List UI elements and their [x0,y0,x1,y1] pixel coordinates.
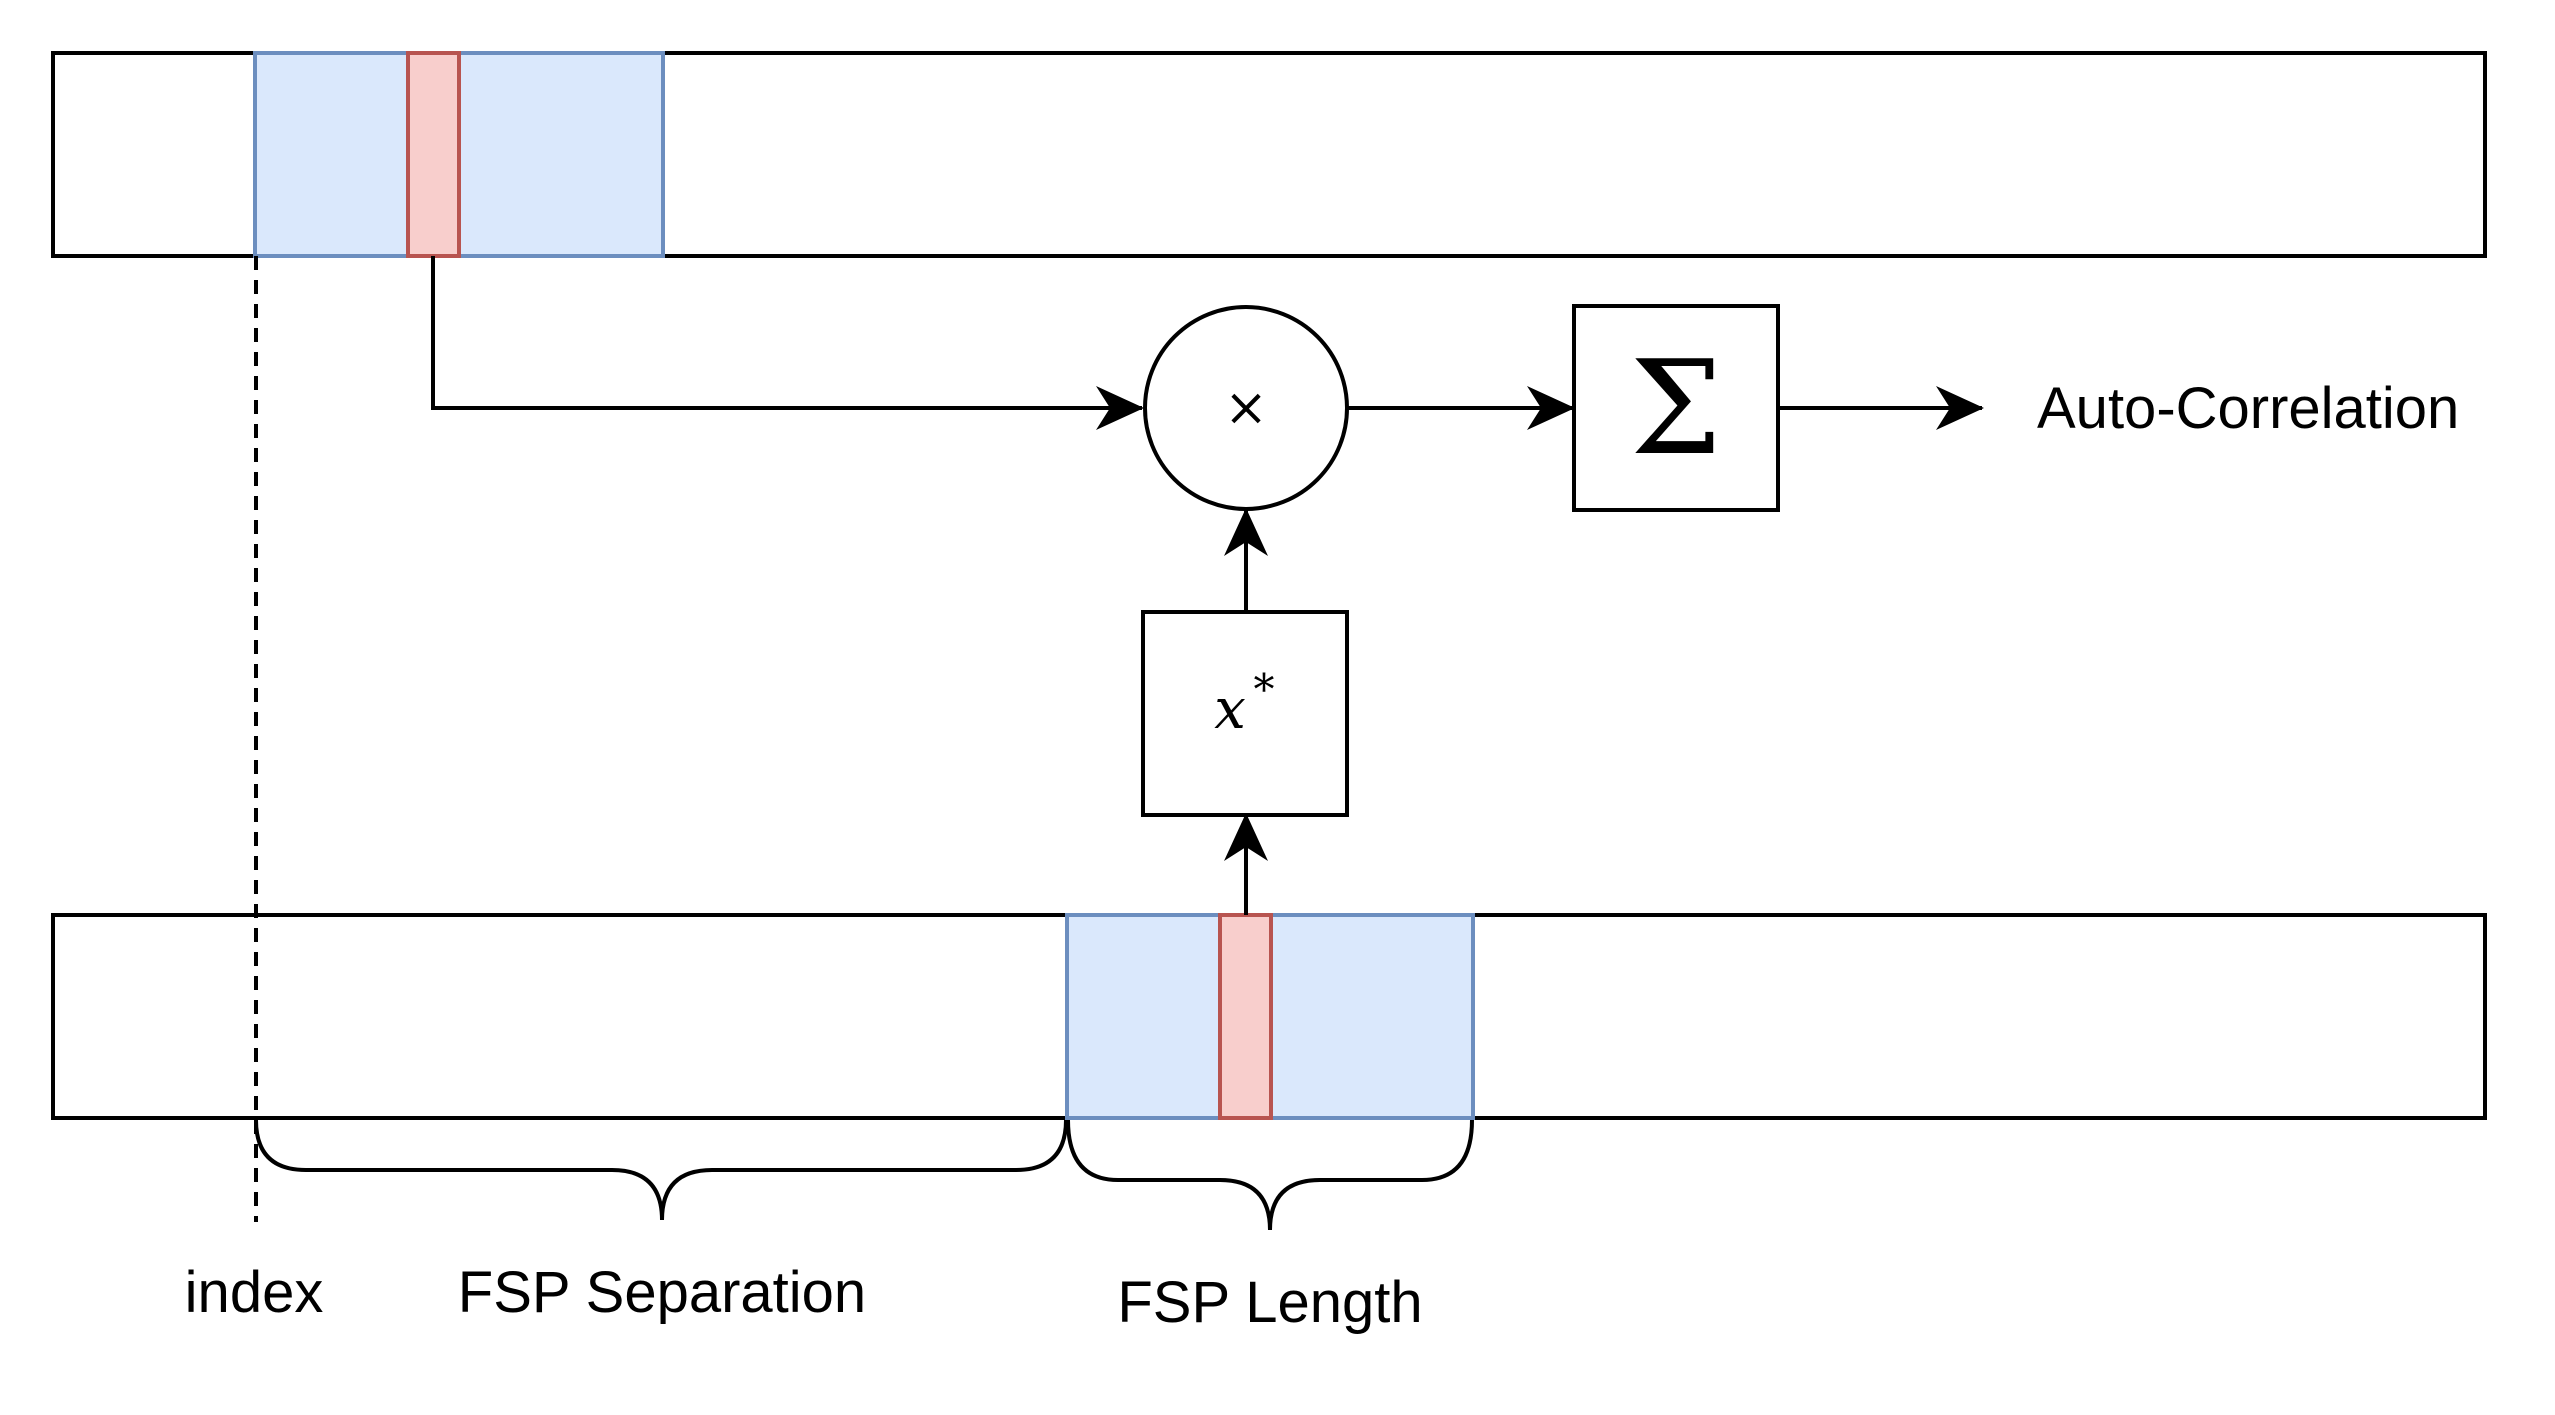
bottom-sample-cell [1218,913,1273,1120]
conjugate-node: x * [1141,610,1349,817]
top-signal-strip [51,51,2487,258]
bottom-signal-strip [51,913,2487,1120]
conjugate-superscript: * [1254,665,1275,714]
fsp-separation-label: FSP Separation [458,1260,866,1325]
fsp-length-brace [1066,1119,1474,1231]
conjugate-symbol: x [1214,677,1246,742]
output-label: Auto-Correlation [2037,376,2459,441]
top-sample-to-multiplier-arrow [431,256,1144,430]
index-label: index [185,1260,324,1325]
conjugate-base: x [1214,677,1246,742]
sum-symbol: Σ [1630,332,1722,484]
fsp-separation-brace [254,1119,1068,1221]
sum-node: Σ [1572,304,1780,512]
fsp-length-label: FSP Length [1117,1270,1422,1335]
multiply-symbol: × [1224,378,1268,438]
top-sample-cell [406,51,461,258]
multiplier-node: × [1143,305,1349,511]
